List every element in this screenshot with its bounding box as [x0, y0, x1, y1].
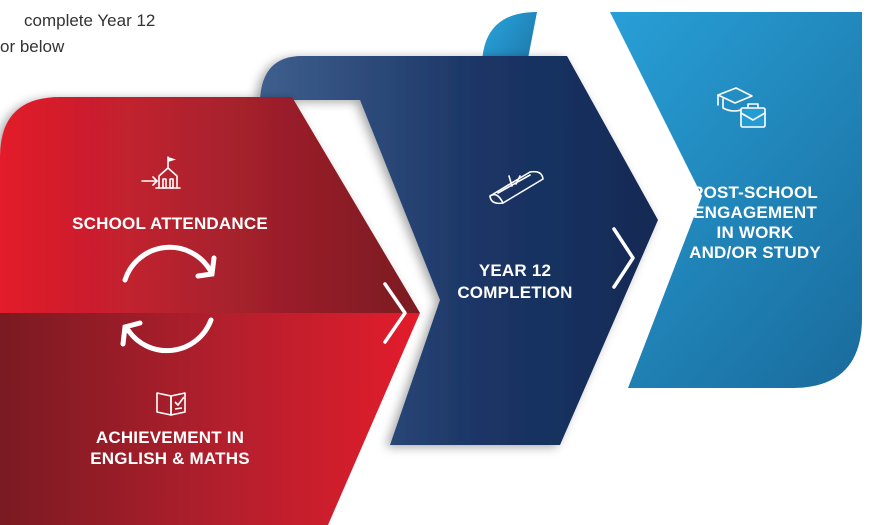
intro-line-1: complete Year 12 — [24, 11, 156, 30]
year12-stage-shape — [260, 56, 658, 445]
year12-label: YEAR 12 COMPLETION — [457, 261, 573, 302]
achievement-label: ACHIEVEMENT IN ENGLISH & MATHS — [90, 428, 250, 468]
open-book-check-icon — [156, 392, 186, 416]
school-attendance-stage-shape — [0, 97, 420, 313]
intro-text: complete Year 12 or below — [0, 8, 155, 60]
achievement-stage-shape — [0, 313, 420, 525]
diploma-scroll-icon — [489, 170, 544, 205]
school-attendance-label: SCHOOL ATTENDANCE — [72, 214, 268, 233]
chevron-right-icon — [612, 227, 635, 289]
intro-line-2: or below — [0, 37, 65, 56]
chevron-right-icon — [383, 282, 407, 344]
post-school-stage-shape — [537, 12, 862, 388]
refresh-cycle-icon — [120, 244, 217, 354]
graduation-cap-briefcase-icon — [717, 87, 766, 128]
post-school-label: POST-SCHOOL ENGAGEMENT IN WORK AND/OR ST… — [689, 183, 821, 262]
school-building-icon — [141, 156, 181, 189]
